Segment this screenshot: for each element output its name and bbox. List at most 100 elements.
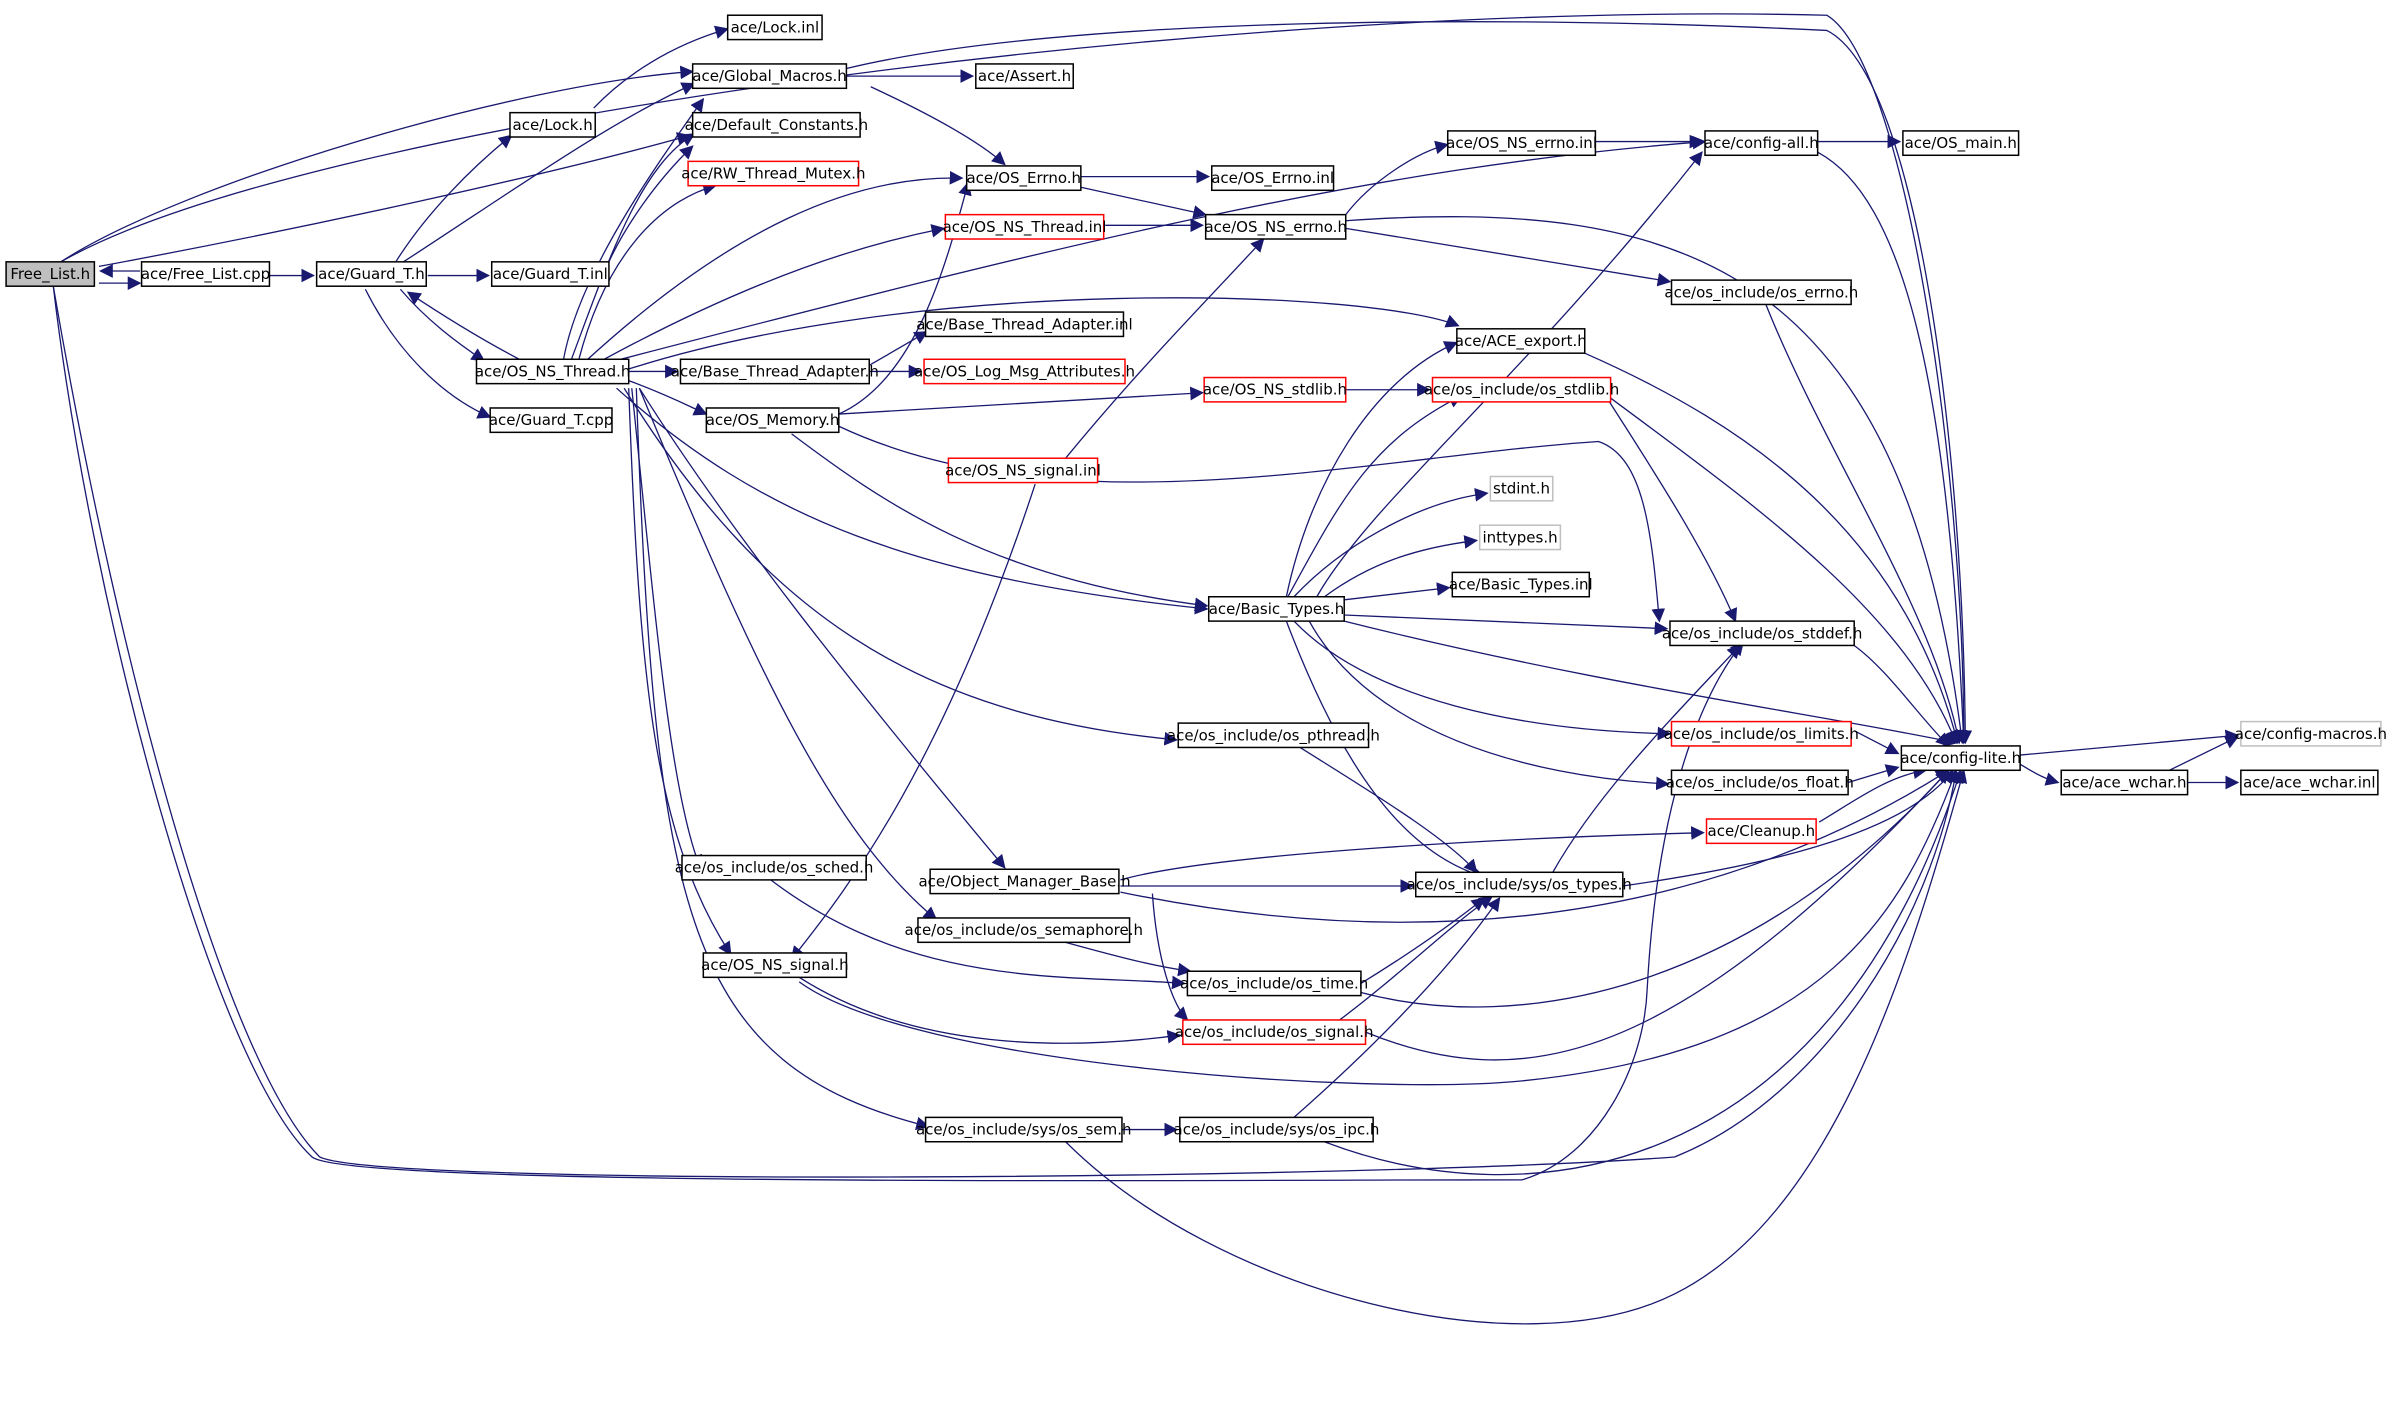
node-label: ace/os_include/sys/os_types.h xyxy=(1407,875,1632,894)
node-ace-export-h[interactable]: ace/ACE_export.h xyxy=(1455,328,1587,354)
node-free-list-cpp[interactable]: ace/Free_List.cpp xyxy=(140,261,271,287)
node-label: ace/Assert.h xyxy=(978,67,1071,85)
node-label: ace/Basic_Types.inl xyxy=(1449,576,1593,595)
node-os-errno-inl[interactable]: ace/OS_Errno.inl xyxy=(1211,165,1335,192)
include-edge xyxy=(1152,894,1189,1021)
node-os-include-os-signal-h[interactable]: ace/os_include/os_signal.h xyxy=(1175,1019,1374,1046)
node-basic-types-h[interactable]: ace/Basic_Types.h xyxy=(1207,596,1345,622)
node-os-log-msg-attributes-h[interactable]: ace/OS_Log_Msg_Attributes.h xyxy=(914,358,1135,385)
node-os-ns-errno-inl[interactable]: ace/OS_NS_errno.inl xyxy=(1446,130,1597,157)
include-edge xyxy=(1309,621,1670,791)
node-object-manager-base-h[interactable]: ace/Object_Manager_Base.h xyxy=(918,868,1131,895)
node-ace-wchar-inl[interactable]: ace/ace_wchar.inl xyxy=(2240,769,2379,796)
node-os-ns-signal-h[interactable]: ace/OS_NS_signal.h xyxy=(701,952,849,979)
node-cleanup-h[interactable]: ace/Cleanup.h xyxy=(1705,818,1817,845)
include-edge xyxy=(1066,768,1968,1324)
node-os-ns-thread-inl[interactable]: ace/OS_NS_Thread.inl xyxy=(943,213,1107,240)
include-edge xyxy=(869,332,929,365)
node-label: ace/os_include/os_stddef.h xyxy=(1662,624,1863,643)
node-box xyxy=(681,854,867,881)
node-config-all-h[interactable]: ace/config-all.h xyxy=(1704,130,1819,157)
node-lock-inl[interactable]: ace/Lock.inl xyxy=(726,14,823,41)
node-label: ace/os_include/sys/os_ipc.h xyxy=(1174,1121,1380,1140)
include-edge xyxy=(1294,621,1672,741)
node-free-list-h[interactable]: Free_List.h xyxy=(5,261,96,287)
node-label: inttypes.h xyxy=(1482,528,1557,546)
node-label: ace/Guard_T.cpp xyxy=(489,411,613,430)
node-os-include-sys-os-types-h[interactable]: ace/os_include/sys/os_types.h xyxy=(1407,871,1632,898)
node-label: ace/Guard_T.inl xyxy=(493,265,608,284)
node-os-memory-h[interactable]: ace/OS_Memory.h xyxy=(705,407,840,434)
node-os-include-os-limits-h[interactable]: ace/os_include/os_limits.h xyxy=(1664,720,1859,747)
node-label: ace/Free_List.cpp xyxy=(141,265,270,284)
node-lock-h[interactable]: ace/Lock.h xyxy=(509,111,596,138)
node-base-thread-adapter-h[interactable]: ace/Base_Thread_Adapter.h xyxy=(671,358,879,385)
node-os-include-os-sched-h[interactable]: ace/os_include/os_sched.h xyxy=(675,854,874,881)
node-os-ns-thread-h[interactable]: ace/OS_NS_Thread.h xyxy=(475,358,631,385)
node-os-main-h[interactable]: ace/OS_main.h xyxy=(1902,130,2020,157)
node-label: ace/OS_Errno.h xyxy=(966,169,1081,188)
node-label: ace/OS_NS_signal.h xyxy=(701,956,848,975)
include-edge xyxy=(1344,621,1958,748)
node-stdint-h[interactable]: stdint.h xyxy=(1489,475,1554,502)
node-layer: Free_List.h ace/Free_List.cpp ace/Guard_T.… xyxy=(5,14,2387,1143)
node-label: ace/OS_main.h xyxy=(1905,134,2017,153)
node-box xyxy=(975,63,1074,90)
node-os-include-sys-os-sem-h[interactable]: ace/os_include/sys/os_sem.h xyxy=(916,1116,1132,1143)
node-label: ace/ACE_export.h xyxy=(1455,332,1587,351)
node-box xyxy=(944,213,1105,240)
node-box xyxy=(475,358,630,385)
node-rw-thread-mutex-h[interactable]: ace/RW_Thread_Mutex.h xyxy=(681,160,865,187)
node-os-ns-errno-h[interactable]: ace/OS_NS_errno.h xyxy=(1204,213,1347,240)
node-label: ace/Lock.h xyxy=(513,116,593,134)
node-os-include-os-stdlib-h[interactable]: ace/os_include/os_stdlib.h xyxy=(1424,376,1619,403)
include-edge xyxy=(1361,897,1486,983)
include-edge xyxy=(839,386,1205,414)
node-os-include-os-float-h[interactable]: ace/os_include/os_float.h xyxy=(1666,769,1854,796)
node-guard-t-h[interactable]: ace/Guard_T.h xyxy=(315,261,427,287)
include-edge xyxy=(1317,151,1703,597)
node-basic-types-inl[interactable]: ace/Basic_Types.inl xyxy=(1449,571,1593,598)
node-os-include-os-stddef-h[interactable]: ace/os_include/os_stddef.h xyxy=(1662,620,1863,647)
node-box xyxy=(489,407,613,434)
include-edge xyxy=(61,65,695,262)
node-default-constants-h[interactable]: ace/Default_Constants.h xyxy=(685,111,869,138)
node-guard-t-cpp[interactable]: ace/Guard_T.cpp xyxy=(489,407,613,434)
node-global-macros-h[interactable]: ace/Global_Macros.h xyxy=(691,63,848,90)
node-assert-h[interactable]: ace/Assert.h xyxy=(975,63,1074,90)
include-edge xyxy=(1294,488,1489,597)
include-edge xyxy=(846,22,1973,745)
include-edge xyxy=(792,434,1209,612)
include-edge xyxy=(594,25,729,108)
node-os-include-os-time-h[interactable]: ace/os_include/os_time.h xyxy=(1180,970,1368,997)
node-guard-t-inl[interactable]: ace/Guard_T.inl xyxy=(490,261,610,287)
include-edge xyxy=(1120,826,1705,880)
include-edge xyxy=(1366,769,1950,1060)
node-box xyxy=(1670,279,1852,306)
node-box xyxy=(315,261,427,287)
include-edge xyxy=(99,132,691,266)
node-os-ns-stdlib-h[interactable]: ace/OS_NS_stdlib.h xyxy=(1203,376,1347,403)
node-label: ace/os_include/os_signal.h xyxy=(1175,1023,1374,1042)
node-box xyxy=(726,14,823,41)
node-ace-wchar-h[interactable]: ace/ace_wchar.h xyxy=(2060,769,2189,796)
node-os-include-sys-os-ipc-h[interactable]: ace/os_include/sys/os_ipc.h xyxy=(1174,1116,1380,1143)
include-edge xyxy=(571,134,696,361)
include-edge xyxy=(871,87,1006,166)
node-box xyxy=(679,358,870,385)
node-os-include-os-errno-h[interactable]: ace/os_include/os_errno.h xyxy=(1664,279,1858,306)
include-edge xyxy=(769,878,1186,990)
node-label: ace/config-lite.h xyxy=(1900,749,2021,767)
node-os-ns-signal-inl[interactable]: ace/OS_NS_signal.inl xyxy=(945,457,1101,484)
include-edge xyxy=(1300,747,1478,874)
node-os-include-os-semaphore-h[interactable]: ace/os_include/os_semaphore.h xyxy=(905,917,1144,944)
node-inttypes-h[interactable]: inttypes.h xyxy=(1478,524,1562,551)
node-base-thread-adapter-inl[interactable]: ace/Base_Thread_Adapter.inl xyxy=(916,311,1133,338)
node-config-macros-h[interactable]: ace/config-macros.h xyxy=(2235,720,2387,747)
node-os-errno-h[interactable]: ace/OS_Errno.h xyxy=(965,165,1082,192)
node-os-include-os-pthread-h[interactable]: ace/os_include/os_pthread.h xyxy=(1167,722,1380,749)
include-edge xyxy=(629,381,708,416)
node-config-lite-h[interactable]: ace/config-lite.h xyxy=(1900,745,2021,772)
node-label: ace/OS_Log_Msg_Attributes.h xyxy=(914,362,1135,381)
node-label: ace/os_include/os_stdlib.h xyxy=(1424,381,1619,400)
